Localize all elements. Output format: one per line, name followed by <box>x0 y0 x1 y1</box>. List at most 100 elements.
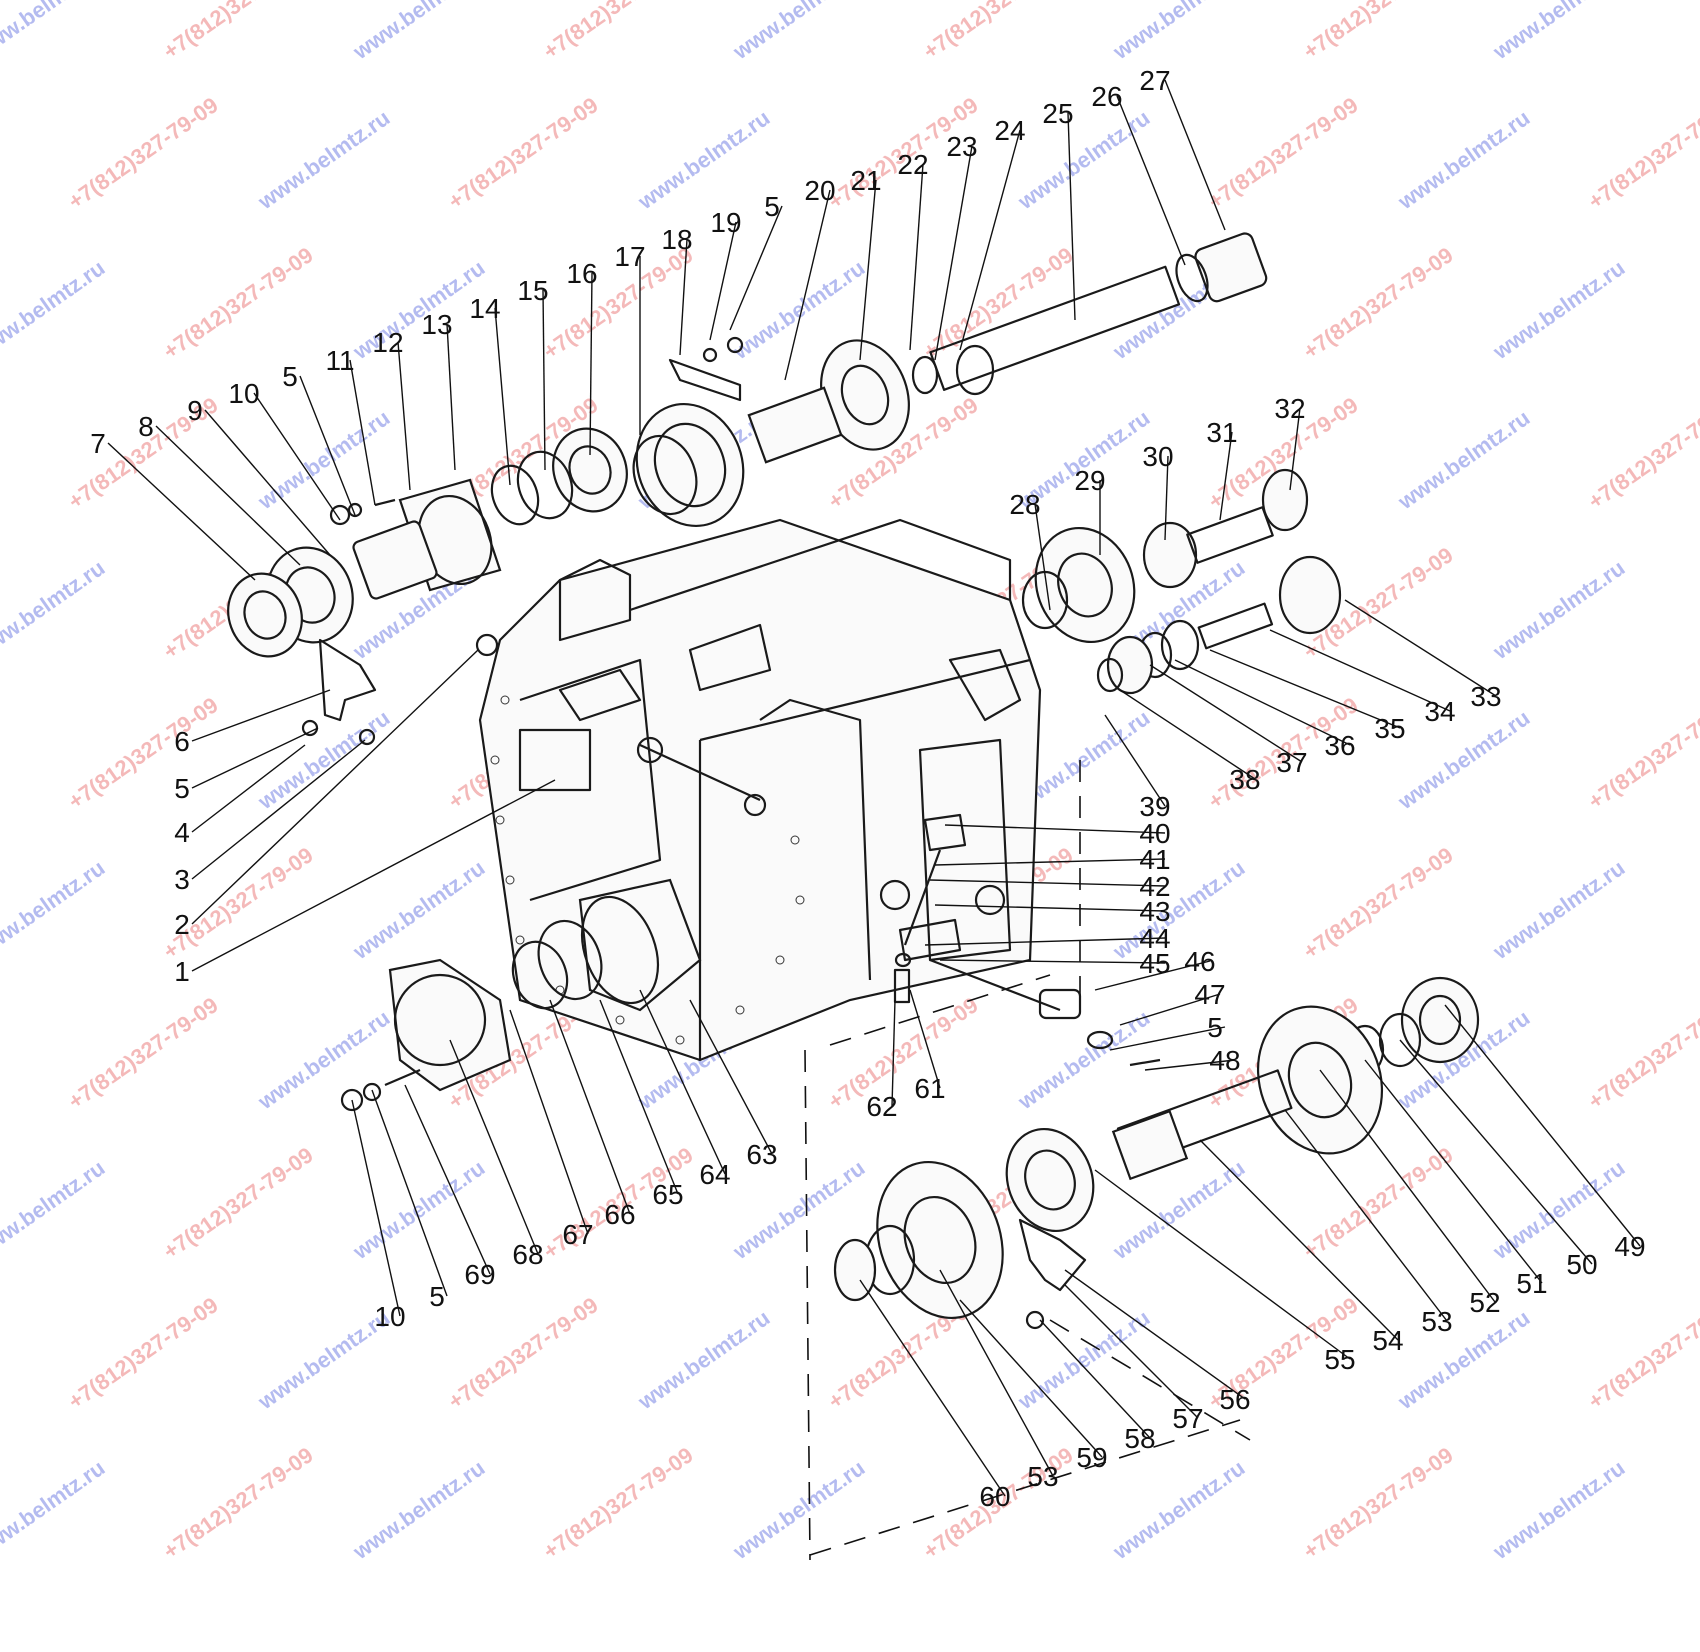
callout-number: 58 <box>1124 1423 1155 1454</box>
callout-number: 5 <box>764 191 780 222</box>
upper-shaft-assembly <box>227 232 1268 746</box>
watermark-text: +7(812)327-79-09 <box>159 842 318 964</box>
callout-leader-line <box>1094 960 1211 991</box>
callout-number: 67 <box>562 1219 593 1250</box>
callout-leader-line <box>1174 659 1351 746</box>
callout-leader-line <box>204 409 331 556</box>
watermark-text: +7(812)327-79-09 <box>1584 92 1700 214</box>
callout-leader-line <box>1209 649 1401 729</box>
watermark-text: www.belmtz.ru <box>0 1155 109 1265</box>
watermark-text: www.belmtz.ru <box>1488 255 1630 365</box>
callout-leader-line <box>939 959 1166 964</box>
callout-leader-line <box>107 442 256 581</box>
callout-leader-line <box>299 375 356 516</box>
watermark-text: www.belmtz.ru <box>1108 0 1250 65</box>
callout-number: 17 <box>614 241 645 272</box>
callout-number: 24 <box>994 115 1025 146</box>
callout-number: 38 <box>1229 764 1260 795</box>
callout-leader-line <box>1104 714 1166 807</box>
callout-number: 6 <box>174 726 190 757</box>
watermark-text: www.belmtz.ru <box>1393 405 1535 515</box>
watermark-text: www.belmtz.ru <box>633 1305 775 1415</box>
callout-number: 10 <box>374 1301 405 1332</box>
callout-leader-line <box>1119 689 1256 780</box>
callout-leader-line <box>494 307 511 486</box>
lower-shaft-assembly <box>833 976 1480 1330</box>
callout-number: 46 <box>1184 946 1215 977</box>
watermark-text: +7(812)327-79-09 <box>1299 1142 1458 1264</box>
watermark-text: +7(812)327-79-09 <box>64 92 223 214</box>
callout-number: 57 <box>1172 1403 1203 1434</box>
callout-leader-line <box>891 999 896 1107</box>
callout-number: 19 <box>710 207 741 238</box>
callout-number: 18 <box>661 224 692 255</box>
watermark-text: +7(812)327-79-09 <box>64 992 223 1114</box>
watermark-text: +7(812)327-79-09 <box>64 692 223 814</box>
callout-leader-line <box>404 1084 491 1275</box>
callout-number: 66 <box>604 1199 635 1230</box>
callout-leader-line <box>542 289 546 471</box>
callout-number: 61 <box>914 1073 945 1104</box>
callout-number: 41 <box>1139 844 1170 875</box>
callout-number: 5 <box>429 1281 445 1312</box>
transmission-housing <box>478 518 1042 1062</box>
callout-number: 25 <box>1042 98 1073 129</box>
watermark-text: +7(812)327-79-09 <box>444 1292 603 1414</box>
callout-leader-line <box>959 1299 1103 1458</box>
callout-leader-line <box>929 879 1166 887</box>
callout-number: 7 <box>90 428 106 459</box>
callout-leader-line <box>1199 1139 1399 1341</box>
watermark-text: www.belmtz.ru <box>728 0 870 65</box>
watermark-text: www.belmtz.ru <box>0 855 109 965</box>
callout-number: 40 <box>1139 818 1170 849</box>
callout-number: 34 <box>1424 696 1455 727</box>
callout-number: 35 <box>1374 713 1405 744</box>
callout-number: 59 <box>1076 1442 1107 1473</box>
callout-leader-line <box>709 221 737 341</box>
callout-number: 27 <box>1139 65 1170 96</box>
callout-leader-line <box>939 1269 1054 1477</box>
callout-number: 10 <box>228 378 259 409</box>
watermark-text: +7(812)327-79-09 <box>539 0 698 64</box>
watermark-text: www.belmtz.ru <box>0 255 109 365</box>
watermark-text: www.belmtz.ru <box>633 105 775 215</box>
callout-leader-line <box>859 1279 1006 1497</box>
watermark-text: www.belmtz.ru <box>1488 1455 1630 1565</box>
callout-number: 51 <box>1516 1268 1547 1299</box>
callout-number: 20 <box>804 175 835 206</box>
callout-number: 55 <box>1324 1344 1355 1375</box>
callout-leader-line <box>924 937 1166 946</box>
callout-number: 47 <box>1194 979 1225 1010</box>
callout-number: 65 <box>652 1179 683 1210</box>
callout-leader-line <box>191 689 331 742</box>
watermark-text: +7(812)327-79-09 <box>1584 392 1700 514</box>
watermark-text: +7(812)327-79-09 <box>1299 0 1458 64</box>
callout-number: 48 <box>1209 1045 1240 1076</box>
callout-leader-line <box>446 323 456 471</box>
watermark-text: www.belmtz.ru <box>0 1455 109 1565</box>
callout-leader-line <box>191 779 556 972</box>
callout-leader-line <box>679 238 688 356</box>
callout-number: 15 <box>517 275 548 306</box>
callout-leader-line <box>1219 431 1233 521</box>
callout-leader-line <box>349 359 376 506</box>
callout-leader-line <box>689 999 773 1155</box>
watermark-text: www.belmtz.ru <box>1488 0 1630 65</box>
callout-leader-line <box>449 1039 539 1255</box>
watermark-text: www.belmtz.ru <box>1013 1305 1155 1415</box>
callout-leader-line <box>1164 79 1226 231</box>
watermark-text: www.belmtz.ru <box>1488 1155 1630 1265</box>
watermark-text: +7(812)327-79-09 <box>1299 842 1458 964</box>
callout-number: 8 <box>138 411 154 442</box>
callout-leader-line <box>784 189 831 381</box>
callout-leader-line <box>1319 1069 1496 1303</box>
callout-number: 63 <box>746 1139 777 1170</box>
callout-number: 32 <box>1274 393 1305 424</box>
watermark-text: +7(812)327-79-09 <box>1299 1442 1458 1564</box>
callout-number: 53 <box>1027 1461 1058 1492</box>
callout-number: 45 <box>1139 948 1170 979</box>
callout-number: 4 <box>174 817 190 848</box>
callout-number: 49 <box>1614 1231 1645 1262</box>
callout-leader-line <box>1289 407 1301 491</box>
watermark-text: +7(812)327-79-09 <box>1584 992 1700 1114</box>
